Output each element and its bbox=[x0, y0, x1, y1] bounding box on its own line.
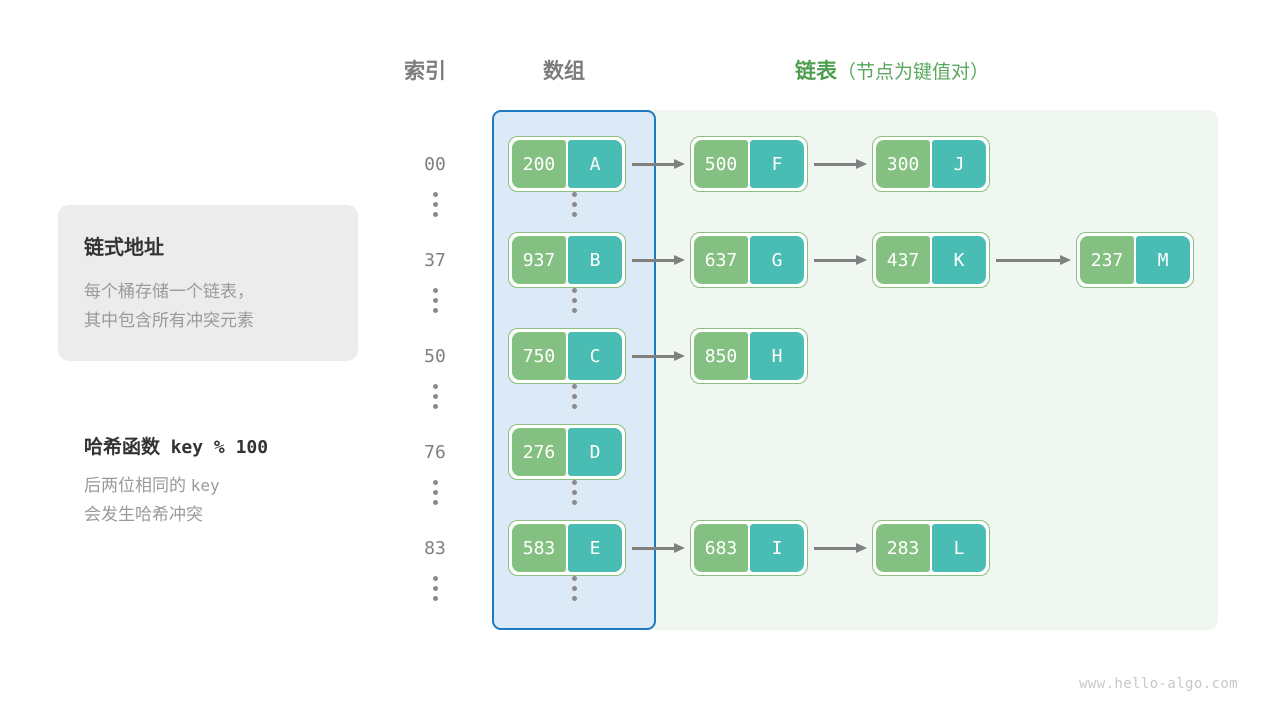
info-card-line-1: 每个桶存储一个链表， bbox=[84, 282, 254, 301]
chain-arrow-icon bbox=[626, 158, 690, 170]
chain-arrow-icon bbox=[626, 254, 690, 266]
node-key: 283 bbox=[876, 524, 930, 572]
node-value: H bbox=[750, 332, 804, 380]
node-value: G bbox=[750, 236, 804, 284]
vertical-ellipsis-icon bbox=[424, 192, 446, 217]
node-value: J bbox=[932, 140, 986, 188]
vertical-ellipsis-icon bbox=[424, 576, 446, 601]
bucket-index-37: 37 bbox=[424, 249, 446, 271]
node-value: K bbox=[932, 236, 986, 284]
chain-arrow-icon bbox=[626, 542, 690, 554]
node-key: 750 bbox=[512, 332, 566, 380]
node-key: 300 bbox=[876, 140, 930, 188]
node-key: 850 bbox=[694, 332, 748, 380]
vertical-ellipsis-icon bbox=[563, 192, 585, 217]
node-value: A bbox=[568, 140, 622, 188]
hash-function-label: 哈希函数 bbox=[84, 437, 161, 458]
chain-arrow-icon bbox=[990, 254, 1076, 266]
vertical-ellipsis-icon bbox=[563, 384, 585, 409]
node-value: L bbox=[932, 524, 986, 572]
node-value: M bbox=[1136, 236, 1190, 284]
info-card-line-2: 其中包含所有冲突元素 bbox=[84, 311, 254, 331]
column-header-linkedlist: 链表（节点为键值对） bbox=[795, 55, 989, 85]
bucket-index-76: 76 bbox=[424, 441, 446, 463]
node-key: 437 bbox=[876, 236, 930, 284]
bucket-index-00: 00 bbox=[424, 153, 446, 175]
node-key: 583 bbox=[512, 524, 566, 572]
column-header-linkedlist-sub: （节点为键值对） bbox=[837, 62, 990, 83]
vertical-ellipsis-icon bbox=[563, 480, 585, 505]
info-card: 链式地址 每个桶存储一个链表， 其中包含所有冲突元素 bbox=[58, 205, 358, 361]
hash-note-line-1-text: 后两位相同的 bbox=[84, 476, 186, 495]
vertical-ellipsis-icon bbox=[563, 288, 585, 313]
hash-note-line-1: 后两位相同的 key bbox=[84, 471, 384, 500]
bucket-index-83: 83 bbox=[424, 537, 446, 559]
hash-function-expression: key % 100 bbox=[170, 437, 269, 458]
column-header-linkedlist-main: 链表 bbox=[795, 60, 837, 83]
node-value: F bbox=[750, 140, 804, 188]
hash-function-note: 哈希函数 key % 100 后两位相同的 key 会发生哈希冲突 bbox=[84, 432, 384, 529]
node-key: 237 bbox=[1080, 236, 1134, 284]
node-key: 276 bbox=[512, 428, 566, 476]
hash-note-line-1-code: key bbox=[190, 476, 220, 495]
vertical-ellipsis-icon bbox=[424, 288, 446, 313]
chain-arrow-icon bbox=[808, 542, 872, 554]
node-value: D bbox=[568, 428, 622, 476]
node-value: C bbox=[568, 332, 622, 380]
vertical-ellipsis-icon bbox=[563, 576, 585, 601]
node-key: 683 bbox=[694, 524, 748, 572]
node-value: E bbox=[568, 524, 622, 572]
node-key: 200 bbox=[512, 140, 566, 188]
vertical-ellipsis-icon bbox=[424, 384, 446, 409]
node-value: B bbox=[568, 236, 622, 284]
column-header-index: 索引 bbox=[404, 60, 446, 83]
node-key: 937 bbox=[512, 236, 566, 284]
hash-function-title: 哈希函数 key % 100 bbox=[84, 432, 384, 459]
chain-arrow-icon bbox=[626, 350, 690, 362]
node-value: I bbox=[750, 524, 804, 572]
hash-note-line-2: 会发生哈希冲突 bbox=[84, 505, 203, 525]
chain-arrow-icon bbox=[808, 254, 872, 266]
watermark: www.hello-algo.com bbox=[1079, 676, 1238, 692]
info-card-title: 链式地址 bbox=[84, 237, 164, 259]
column-header-array: 数组 bbox=[543, 60, 585, 83]
node-key: 500 bbox=[694, 140, 748, 188]
vertical-ellipsis-icon bbox=[424, 480, 446, 505]
node-key: 637 bbox=[694, 236, 748, 284]
bucket-index-50: 50 bbox=[424, 345, 446, 367]
chain-arrow-icon bbox=[808, 158, 872, 170]
